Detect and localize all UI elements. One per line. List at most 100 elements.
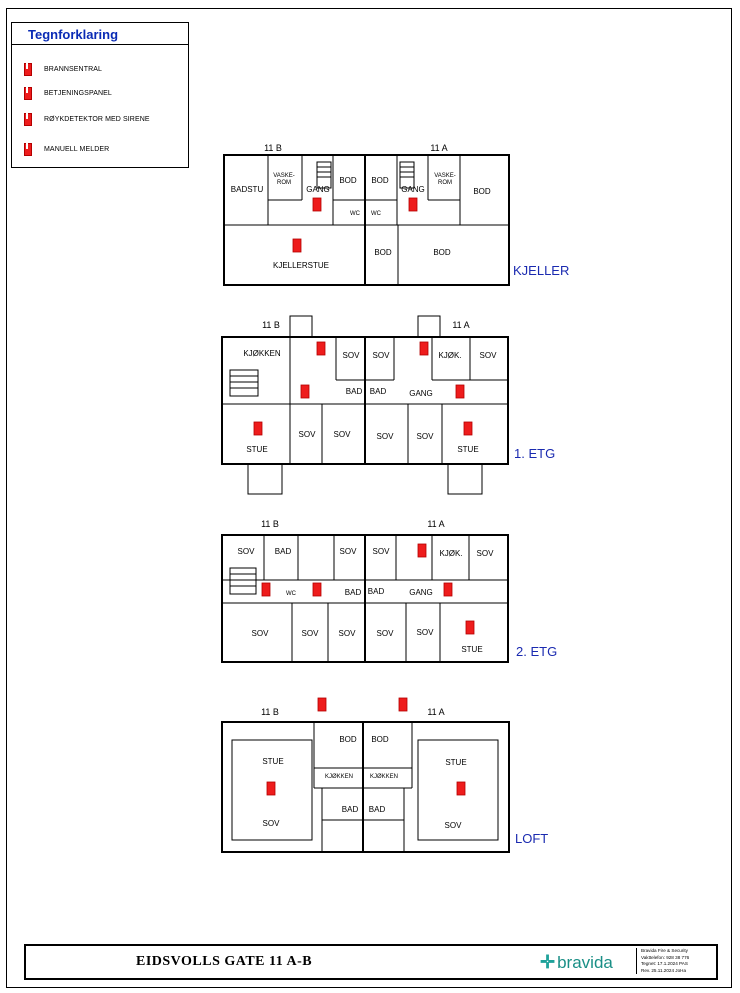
floor-1-etg: [221, 315, 509, 495]
svg-text:KJELLERSTUE: KJELLERSTUE: [273, 261, 329, 270]
svg-text:SOV: SOV: [377, 629, 395, 638]
svg-text:WC: WC: [371, 211, 382, 217]
kjeller-unit-a: 11 A: [430, 143, 447, 153]
svg-text:STUE: STUE: [445, 758, 466, 767]
svg-text:BAD: BAD: [369, 805, 386, 814]
svg-text:BOD: BOD: [339, 735, 357, 744]
legend-item-roykdetektor: RØYKDETEKTOR MED SIRENE: [24, 110, 150, 128]
legend-item-brannsentral: BRANNSENTRAL: [24, 60, 102, 78]
legend-item-betjeningspanel: BETJENINGSPANEL: [24, 84, 112, 102]
svg-text:KJØKKEN: KJØKKEN: [325, 774, 353, 780]
svg-text:BAD: BAD: [275, 547, 292, 556]
svg-text:BOD: BOD: [433, 248, 451, 257]
svg-text:SOV: SOV: [252, 629, 270, 638]
svg-text:11 A: 11 A: [452, 320, 469, 330]
svg-text:BOD: BOD: [339, 176, 357, 185]
smoke-detector-icon: [300, 384, 310, 399]
smoke-detector-icon: [455, 384, 465, 399]
svg-text:BOD: BOD: [371, 176, 389, 185]
room-labels: 11 B 11 A BADSTU VASKE- ROM GANG BOD BOD…: [231, 143, 570, 846]
svg-text:SOV: SOV: [263, 819, 281, 828]
smoke-detector-icon: [253, 421, 263, 436]
smoke-detector-icon: [456, 781, 466, 796]
svg-text:SOV: SOV: [238, 547, 256, 556]
smoke-detector-icon: [463, 421, 473, 436]
svg-text:BADSTU: BADSTU: [231, 185, 264, 194]
svg-text:BAD: BAD: [342, 805, 359, 814]
bravida-logo: ✛ bravida: [540, 952, 613, 972]
svg-text:SOV: SOV: [417, 432, 435, 441]
svg-text:ROM: ROM: [438, 180, 452, 186]
svg-text:11 A: 11 A: [427, 519, 444, 529]
floor-label-2-etg: 2. ETG: [516, 644, 557, 659]
svg-text:STUE: STUE: [461, 645, 482, 654]
bravida-plus-icon: ✛: [540, 952, 556, 972]
svg-text:ROM: ROM: [277, 180, 291, 186]
svg-text:KJØKKEN: KJØKKEN: [370, 774, 398, 780]
svg-text:SOV: SOV: [334, 430, 352, 439]
svg-text:GANG: GANG: [306, 185, 330, 194]
drawing-sheet: [6, 8, 732, 988]
svg-text:STUE: STUE: [246, 445, 267, 454]
svg-text:KJØKKEN: KJØKKEN: [243, 349, 281, 358]
svg-text:SOV: SOV: [339, 629, 357, 638]
svg-text:BAD: BAD: [368, 587, 385, 596]
manual-call-point-icon: [24, 142, 32, 156]
svg-text:SOV: SOV: [373, 351, 391, 360]
svg-text:GANG: GANG: [409, 389, 433, 398]
legend: Tegnforklaring BRANNSENTRAL BETJENINGSPA…: [11, 22, 189, 168]
svg-text:BAD: BAD: [370, 387, 387, 396]
floor-loft: [221, 721, 510, 853]
legend-title: Tegnforklaring: [12, 23, 188, 45]
device-symbols: [253, 197, 475, 796]
legend-item-manuell-melder: MANUELL MELDER: [24, 140, 109, 158]
svg-text:WC: WC: [286, 591, 297, 597]
svg-text:SOV: SOV: [445, 821, 463, 830]
svg-text:BOD: BOD: [374, 248, 392, 257]
kjeller-unit-b: 11 B: [264, 143, 282, 153]
floor-label-1-etg: 1. ETG: [514, 446, 555, 461]
svg-text:SOV: SOV: [377, 432, 395, 441]
svg-text:KJØK.: KJØK.: [438, 351, 461, 360]
svg-text:GANG: GANG: [401, 185, 425, 194]
smoke-detector-icon: [261, 582, 271, 597]
svg-text:SOV: SOV: [299, 430, 317, 439]
smoke-detector-icon: [465, 620, 475, 635]
fire-alarm-central-icon: [24, 62, 32, 76]
smoke-detector-icon: [292, 238, 302, 253]
svg-text:VASKE-: VASKE-: [434, 173, 456, 179]
smoke-detector-icon: [316, 341, 326, 356]
svg-text:WC: WC: [350, 211, 361, 217]
smoke-detector-icon: [317, 697, 327, 712]
svg-text:SOV: SOV: [302, 629, 320, 638]
manual-call-point-icon: [419, 341, 429, 356]
smoke-detector-icon: [443, 582, 453, 597]
smoke-detector-icon: [398, 697, 408, 712]
svg-text:BOD: BOD: [371, 735, 389, 744]
floor-kjeller: [223, 154, 510, 286]
svg-text:SOV: SOV: [417, 628, 435, 637]
svg-text:BAD: BAD: [346, 387, 363, 396]
svg-text:11 B: 11 B: [261, 707, 279, 717]
svg-text:GANG: GANG: [409, 588, 433, 597]
title-block: EIDSVOLLS GATE 11 A-B ✛ bravida Bravida …: [24, 944, 718, 980]
svg-text:STUE: STUE: [457, 445, 478, 454]
smoke-detector-icon: [312, 197, 322, 212]
svg-text:KJØK.: KJØK.: [439, 549, 462, 558]
svg-text:SOV: SOV: [343, 351, 361, 360]
smoke-detector-icon: [312, 582, 322, 597]
smoke-detector-siren-icon: [24, 112, 32, 126]
floor-label-loft: LOFT: [515, 831, 548, 846]
svg-text:SOV: SOV: [373, 547, 391, 556]
floor-label-kjeller: KJELLER: [513, 263, 569, 278]
svg-text:STUE: STUE: [262, 757, 283, 766]
smoke-detector-icon: [408, 197, 418, 212]
svg-text:SOV: SOV: [480, 351, 498, 360]
svg-text:SOV: SOV: [340, 547, 358, 556]
svg-text:11 A: 11 A: [427, 707, 444, 717]
title-block-info: Bravida Fire & Security Vakttelefon: 928…: [636, 948, 721, 974]
svg-text:11 B: 11 B: [262, 320, 280, 330]
control-panel-icon: [24, 86, 32, 100]
svg-text:VASKE-: VASKE-: [273, 173, 295, 179]
